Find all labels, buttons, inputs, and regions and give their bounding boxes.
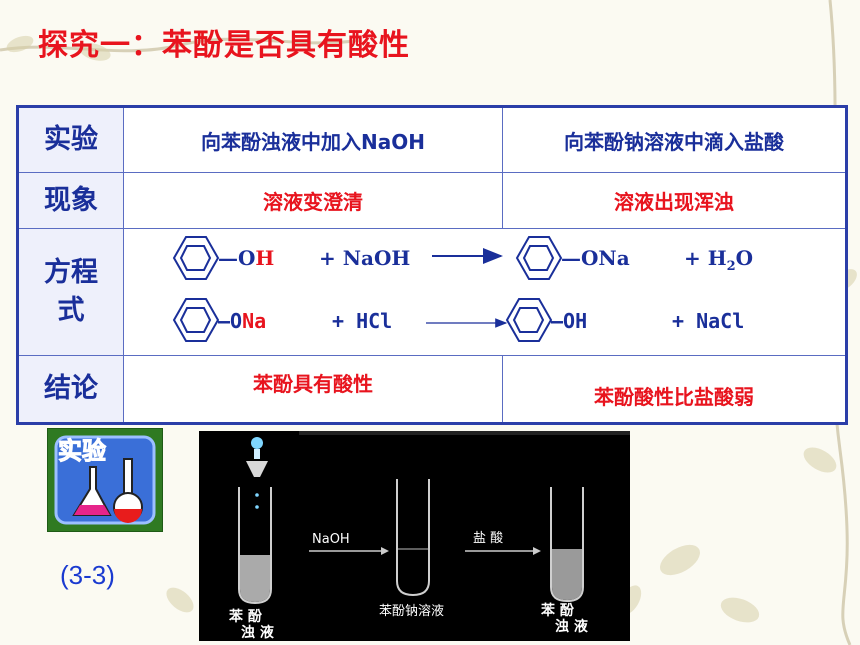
benzene-ring-icon	[172, 236, 220, 280]
eq2-reactant: —ONa	[218, 309, 266, 333]
page-title: 探究一：苯酚是否具有酸性	[38, 28, 410, 63]
conclusion-left: 苯酚具有酸性	[123, 355, 503, 424]
eq1-product: —ONa	[561, 246, 630, 270]
equation-cell: —OH + NaOH —ONa + H2O —ONa + HCl —OH + N…	[123, 228, 847, 356]
tube3-label-line2: 浊 液	[555, 618, 589, 635]
experiment-icon[interactable]: 实验	[47, 428, 163, 532]
test-tube-2	[396, 479, 430, 597]
icon-label: 实验	[58, 437, 106, 465]
test-tube-3	[550, 487, 584, 603]
eq1-reagent: + NaOH	[319, 246, 410, 270]
arrow2-label: 盐 酸	[473, 531, 503, 546]
row-label-conclusion: 结论	[17, 355, 124, 424]
row-label-equation: 方程 式	[17, 228, 124, 356]
experiment-left: 向苯酚浊液中加入NaOH	[123, 106, 503, 173]
arrow-icon	[533, 547, 541, 555]
phenomenon-left: 溶液变澄清	[123, 172, 503, 229]
eq2-byproduct: + NaCl	[672, 309, 744, 333]
eq1-byproduct: + H2O	[684, 246, 753, 274]
phenomenon-right: 溶液出现浑浊	[502, 172, 847, 229]
tube3-label-line1: 苯 酚	[540, 602, 575, 619]
eq1-reactant: —OH	[218, 246, 274, 270]
row-label-experiment: 实验	[17, 106, 124, 173]
row-label-equation-line1: 方程	[44, 257, 98, 288]
benzene-ring-icon	[505, 298, 553, 342]
benzene-ring-icon	[515, 236, 563, 280]
tube2-label: 苯酚钠溶液	[379, 604, 444, 619]
benzene-ring-icon	[172, 298, 220, 342]
row-label-equation-line2: 式	[57, 295, 85, 326]
experiment-code: (3-3)	[60, 560, 115, 590]
eq2-reagent: + HCl	[332, 309, 392, 333]
table-row-phenomenon: 现象 溶液变澄清 溶液出现浑浊	[17, 172, 847, 229]
tube1-label-line1: 苯 酚	[228, 608, 263, 625]
table-row-equation: 方程 式	[17, 228, 847, 356]
table-row-experiment: 实验 向苯酚浊液中加入NaOH 向苯酚钠溶液中滴入盐酸	[17, 106, 847, 173]
row-label-phenomenon: 现象	[17, 172, 124, 229]
eq2-product: —OH	[551, 309, 587, 333]
conclusion-right: 苯酚酸性比盐酸弱	[502, 355, 847, 424]
flask-icon: 实验	[54, 435, 156, 525]
test-tube-1	[238, 437, 272, 605]
arrow-icon	[381, 547, 389, 555]
experiment-photo: 苯 酚 浊 液 NaOH 苯酚钠溶液 盐 酸 苯 酚 浊 液	[199, 431, 630, 641]
tube1-label-line2: 浊 液	[241, 624, 275, 641]
experiment-table: 实验 向苯酚浊液中加入NaOH 向苯酚钠溶液中滴入盐酸 现象 溶液变澄清 溶液出…	[16, 105, 848, 425]
arrow1-label: NaOH	[312, 532, 350, 547]
experiment-right: 向苯酚钠溶液中滴入盐酸	[502, 106, 847, 173]
table-row-conclusion: 结论 苯酚具有酸性 苯酚酸性比盐酸弱	[17, 355, 847, 424]
equation-drawing: —OH + NaOH —ONa + H2O —ONa + HCl —OH + N…	[172, 236, 753, 342]
